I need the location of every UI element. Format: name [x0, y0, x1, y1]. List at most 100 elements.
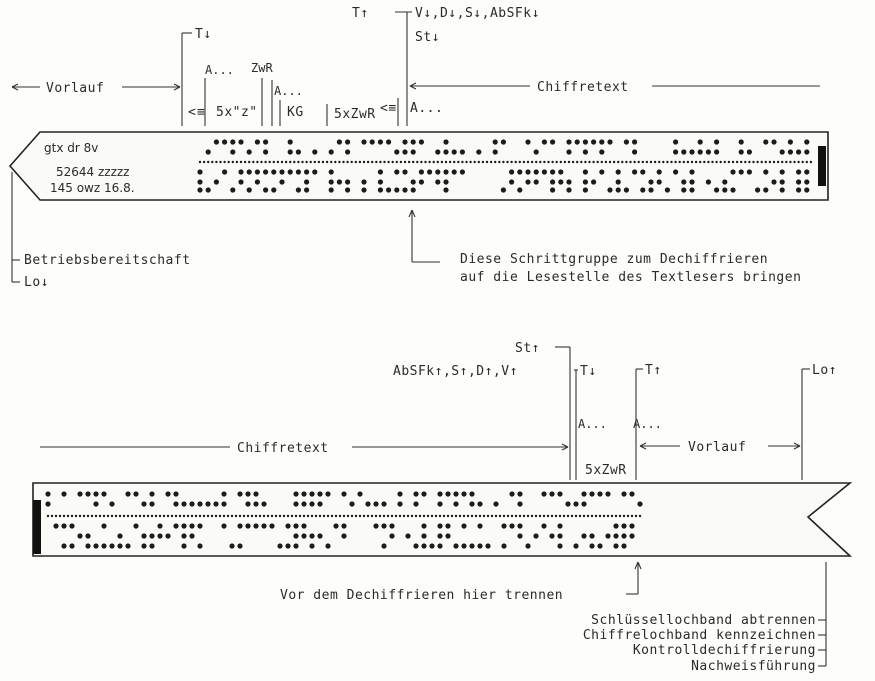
tape-feed-hole — [252, 160, 255, 164]
tape-feed-hole — [551, 160, 554, 164]
tape-code-hole — [779, 149, 785, 155]
tape-code-hole — [550, 139, 556, 145]
tape-code-hole — [345, 179, 351, 185]
tape-code-hole — [149, 501, 155, 507]
tape-feed-hole — [218, 514, 222, 518]
tape-code-hole — [681, 149, 687, 155]
tape-feed-hole — [390, 514, 394, 518]
tape-feed-hole — [633, 160, 636, 164]
tape-code-hole — [621, 543, 627, 549]
tape-feed-hole — [50, 514, 54, 518]
tape-code-hole — [558, 179, 564, 185]
tape-feed-hole — [465, 160, 468, 164]
bottom-tape-holes — [45, 491, 643, 549]
bottom-absfk-label: AbSFk↑,S↑,D↑,V↑ — [393, 364, 518, 379]
tape-feed-hole — [653, 160, 657, 164]
tape-feed-hole — [278, 514, 282, 518]
tape-feed-hole — [438, 514, 442, 518]
tape-feed-hole — [566, 514, 570, 518]
tape-code-hole — [599, 139, 605, 145]
tape-feed-hole — [190, 514, 194, 518]
tape-feed-hole — [74, 514, 78, 518]
tape-feed-hole — [785, 160, 788, 164]
tape-code-hole — [476, 149, 482, 155]
tape-code-hole — [253, 523, 259, 529]
tape-feed-hole — [82, 514, 86, 518]
tape-feed-hole — [378, 514, 382, 518]
top-a1-label: A... — [205, 63, 234, 77]
tape-feed-hole — [473, 160, 476, 164]
tape-code-hole — [581, 501, 587, 507]
tape-feed-hole — [227, 160, 230, 164]
top-chiffretext-label: Chiffretext — [537, 80, 629, 95]
tape-feed-hole — [731, 160, 735, 164]
tape-code-hole — [317, 533, 323, 539]
tape-feed-hole — [453, 160, 456, 164]
tape-feed-hole — [395, 160, 398, 164]
tape-feed-hole — [430, 514, 434, 518]
tape-code-hole — [325, 543, 331, 549]
tape-code-hole — [373, 501, 379, 507]
tape-feed-hole — [526, 514, 530, 518]
tape-code-hole — [165, 533, 171, 539]
bottom-tape-start-mark — [33, 500, 41, 554]
tape-code-hole — [253, 491, 259, 497]
tape-code-hole — [402, 139, 408, 145]
tape-feed-hole — [234, 514, 238, 518]
tape-code-hole — [533, 179, 539, 185]
tape-code-hole — [304, 179, 310, 185]
tape-code-hole — [804, 179, 810, 185]
tape-feed-hole — [446, 514, 450, 518]
tape-feed-hole — [306, 514, 310, 518]
tape-code-hole — [437, 491, 443, 497]
tape-feed-hole — [150, 514, 154, 518]
tape-code-hole — [485, 543, 491, 549]
tape-code-hole — [779, 169, 785, 175]
top-vorlauf-label: Vorlauf — [46, 81, 104, 96]
tape-feed-hole — [723, 160, 726, 164]
tape-code-hole — [377, 169, 383, 175]
tape-code-hole — [221, 523, 227, 529]
tape-feed-hole — [563, 160, 567, 164]
tape-code-hole — [615, 179, 621, 185]
tape-code-hole — [418, 179, 424, 185]
tape-feed-hole — [366, 514, 370, 518]
tape-feed-hole — [752, 160, 755, 164]
tape-code-hole — [309, 543, 315, 549]
tape-code-hole — [517, 187, 523, 193]
tape-code-hole — [461, 543, 467, 549]
tape-feed-hole — [450, 514, 454, 518]
tape-code-hole — [722, 179, 728, 185]
bottom-lo-up-label: Lo↑ — [812, 363, 837, 378]
tape-code-hole — [591, 179, 597, 185]
tape-feed-hole — [600, 160, 603, 164]
tape-code-hole — [357, 491, 363, 497]
tape-code-hole — [582, 169, 589, 175]
tape-feed-hole — [54, 514, 58, 518]
tape-feed-hole — [70, 514, 74, 518]
tape-code-hole — [557, 523, 563, 529]
tape-feed-hole — [166, 514, 170, 518]
tape-feed-hole — [678, 160, 681, 164]
tape-code-hole — [673, 169, 679, 175]
tape-code-hole — [615, 169, 621, 175]
tape-code-hole — [287, 139, 293, 145]
tape-code-hole — [566, 149, 572, 155]
tape-code-hole — [477, 523, 483, 529]
tape-code-hole — [738, 139, 744, 145]
tape-feed-hole — [578, 514, 582, 518]
tape-code-hole — [157, 533, 163, 539]
tape-feed-hole — [699, 160, 702, 164]
tape-feed-hole — [554, 514, 558, 518]
top-tape-note-1: gtx dr 8v — [44, 141, 98, 155]
top-zwr-label: ZwR — [251, 61, 273, 75]
tape-code-hole — [304, 169, 310, 175]
tape-code-hole — [541, 523, 547, 529]
tape-feed-hole — [248, 160, 251, 164]
tape-code-hole — [459, 149, 465, 155]
tape-feed-hole — [458, 514, 462, 518]
tape-code-hole — [581, 533, 587, 539]
tape-code-hole — [295, 169, 301, 175]
tape-feed-hole — [604, 160, 608, 164]
tape-code-hole — [279, 179, 285, 185]
